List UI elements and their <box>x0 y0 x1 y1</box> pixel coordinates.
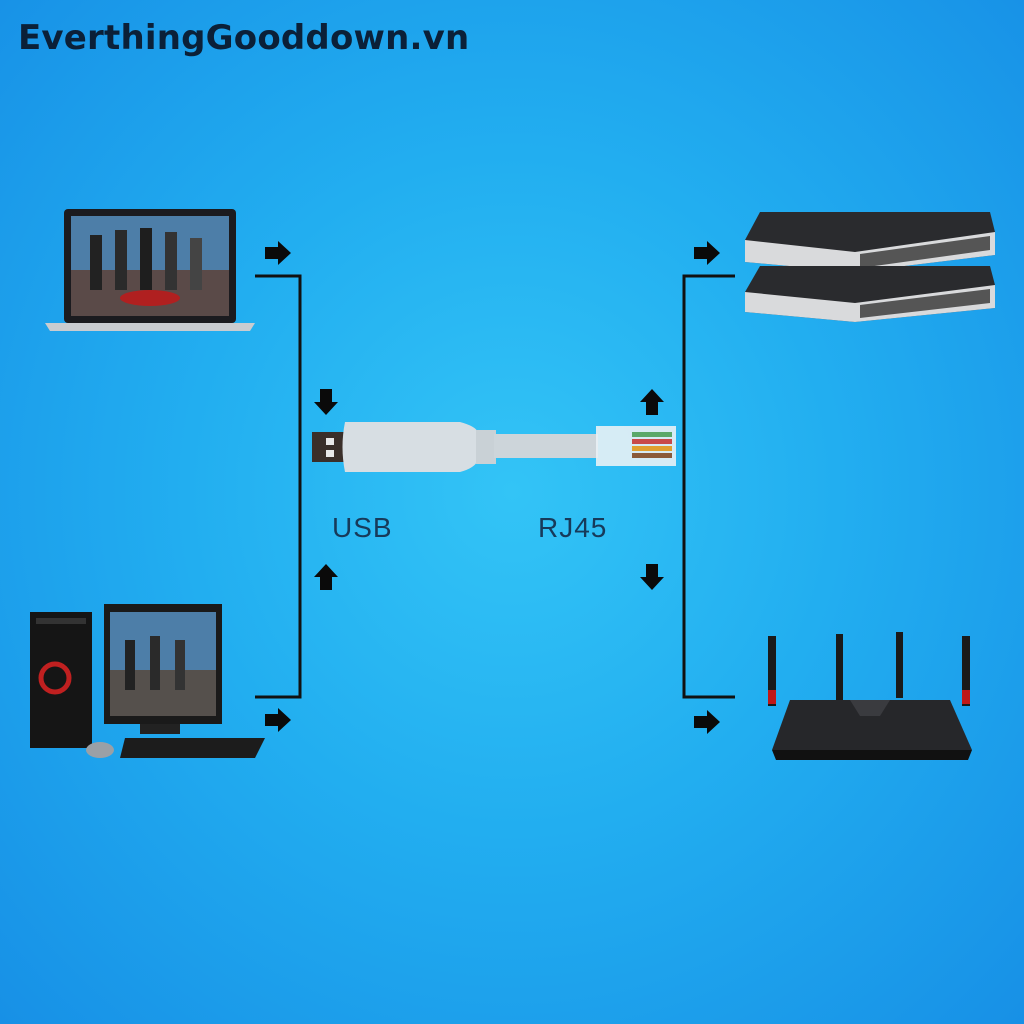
right-connector-line <box>682 274 735 699</box>
left-connector-line <box>255 274 302 699</box>
arrow-down-icon <box>640 564 664 590</box>
wireless-router-icon <box>768 632 972 760</box>
arrow-down-icon <box>314 389 338 415</box>
usb-label: USB <box>332 512 393 543</box>
rj45-label: RJ45 <box>538 512 608 543</box>
watermark: EverthingGooddown.vn <box>18 18 470 58</box>
arrow-right-icon <box>265 708 291 732</box>
network-switch-stack-icon <box>745 212 995 322</box>
arrow-up-icon <box>314 564 338 590</box>
arrow-right-icon <box>694 710 720 734</box>
arrow-right-icon <box>694 241 720 265</box>
arrow-right-icon <box>265 241 291 265</box>
laptop-icon <box>45 209 255 331</box>
desktop-computer-icon <box>30 604 265 758</box>
arrow-up-icon <box>640 389 664 415</box>
usb-to-rj45-cable <box>312 422 676 472</box>
